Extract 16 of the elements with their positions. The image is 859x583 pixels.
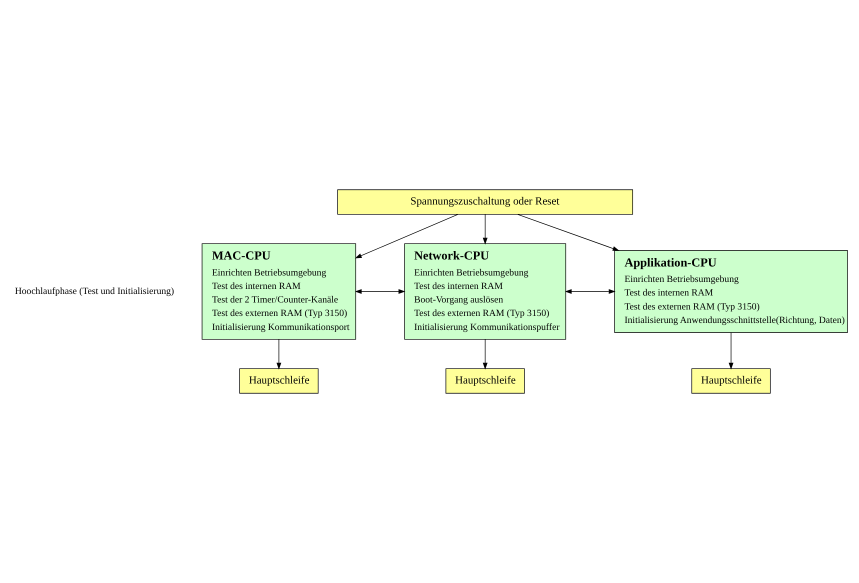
node-box: MAC-CPU Einrichten Betriebsumgebung Test des internen RAM Test der 2 Timer/Counter-Kanäle Test des externen RAM (Typ 3150) Initialisierung Kommunikationsport (202, 243, 356, 340)
arrow (354, 289, 406, 294)
label: Hoochlaufphase (Test und Initialisierung) (14, 286, 174, 298)
arrow (728, 332, 734, 370)
arrow (276, 338, 282, 370)
node-box: Spannungszuschaltung oder Reset (337, 189, 634, 215)
arrow (482, 214, 488, 245)
arrow (564, 289, 616, 294)
node-box: Hauptschleife (691, 368, 771, 394)
arrow (354, 214, 458, 258)
node-box: Hauptschleife (446, 368, 525, 394)
node-box: Network-CPU Einrichten Betriebsumgebung Test des internen RAM Boot-Vorgang auslösen Test des externen RAM (Typ 3150) Initialisierung Kommunikationspuffer (404, 243, 566, 340)
arrow (482, 338, 488, 370)
node-box: Applikation-CPU Einrichten Betriebsumgebung Test des internen RAM Test des externen RAM (Typ 3150) Initialisierung Anwendungsschnittstelle(Richtung, Daten) (614, 250, 848, 333)
node-box: Hauptschleife (239, 368, 319, 394)
arrow (517, 214, 620, 251)
